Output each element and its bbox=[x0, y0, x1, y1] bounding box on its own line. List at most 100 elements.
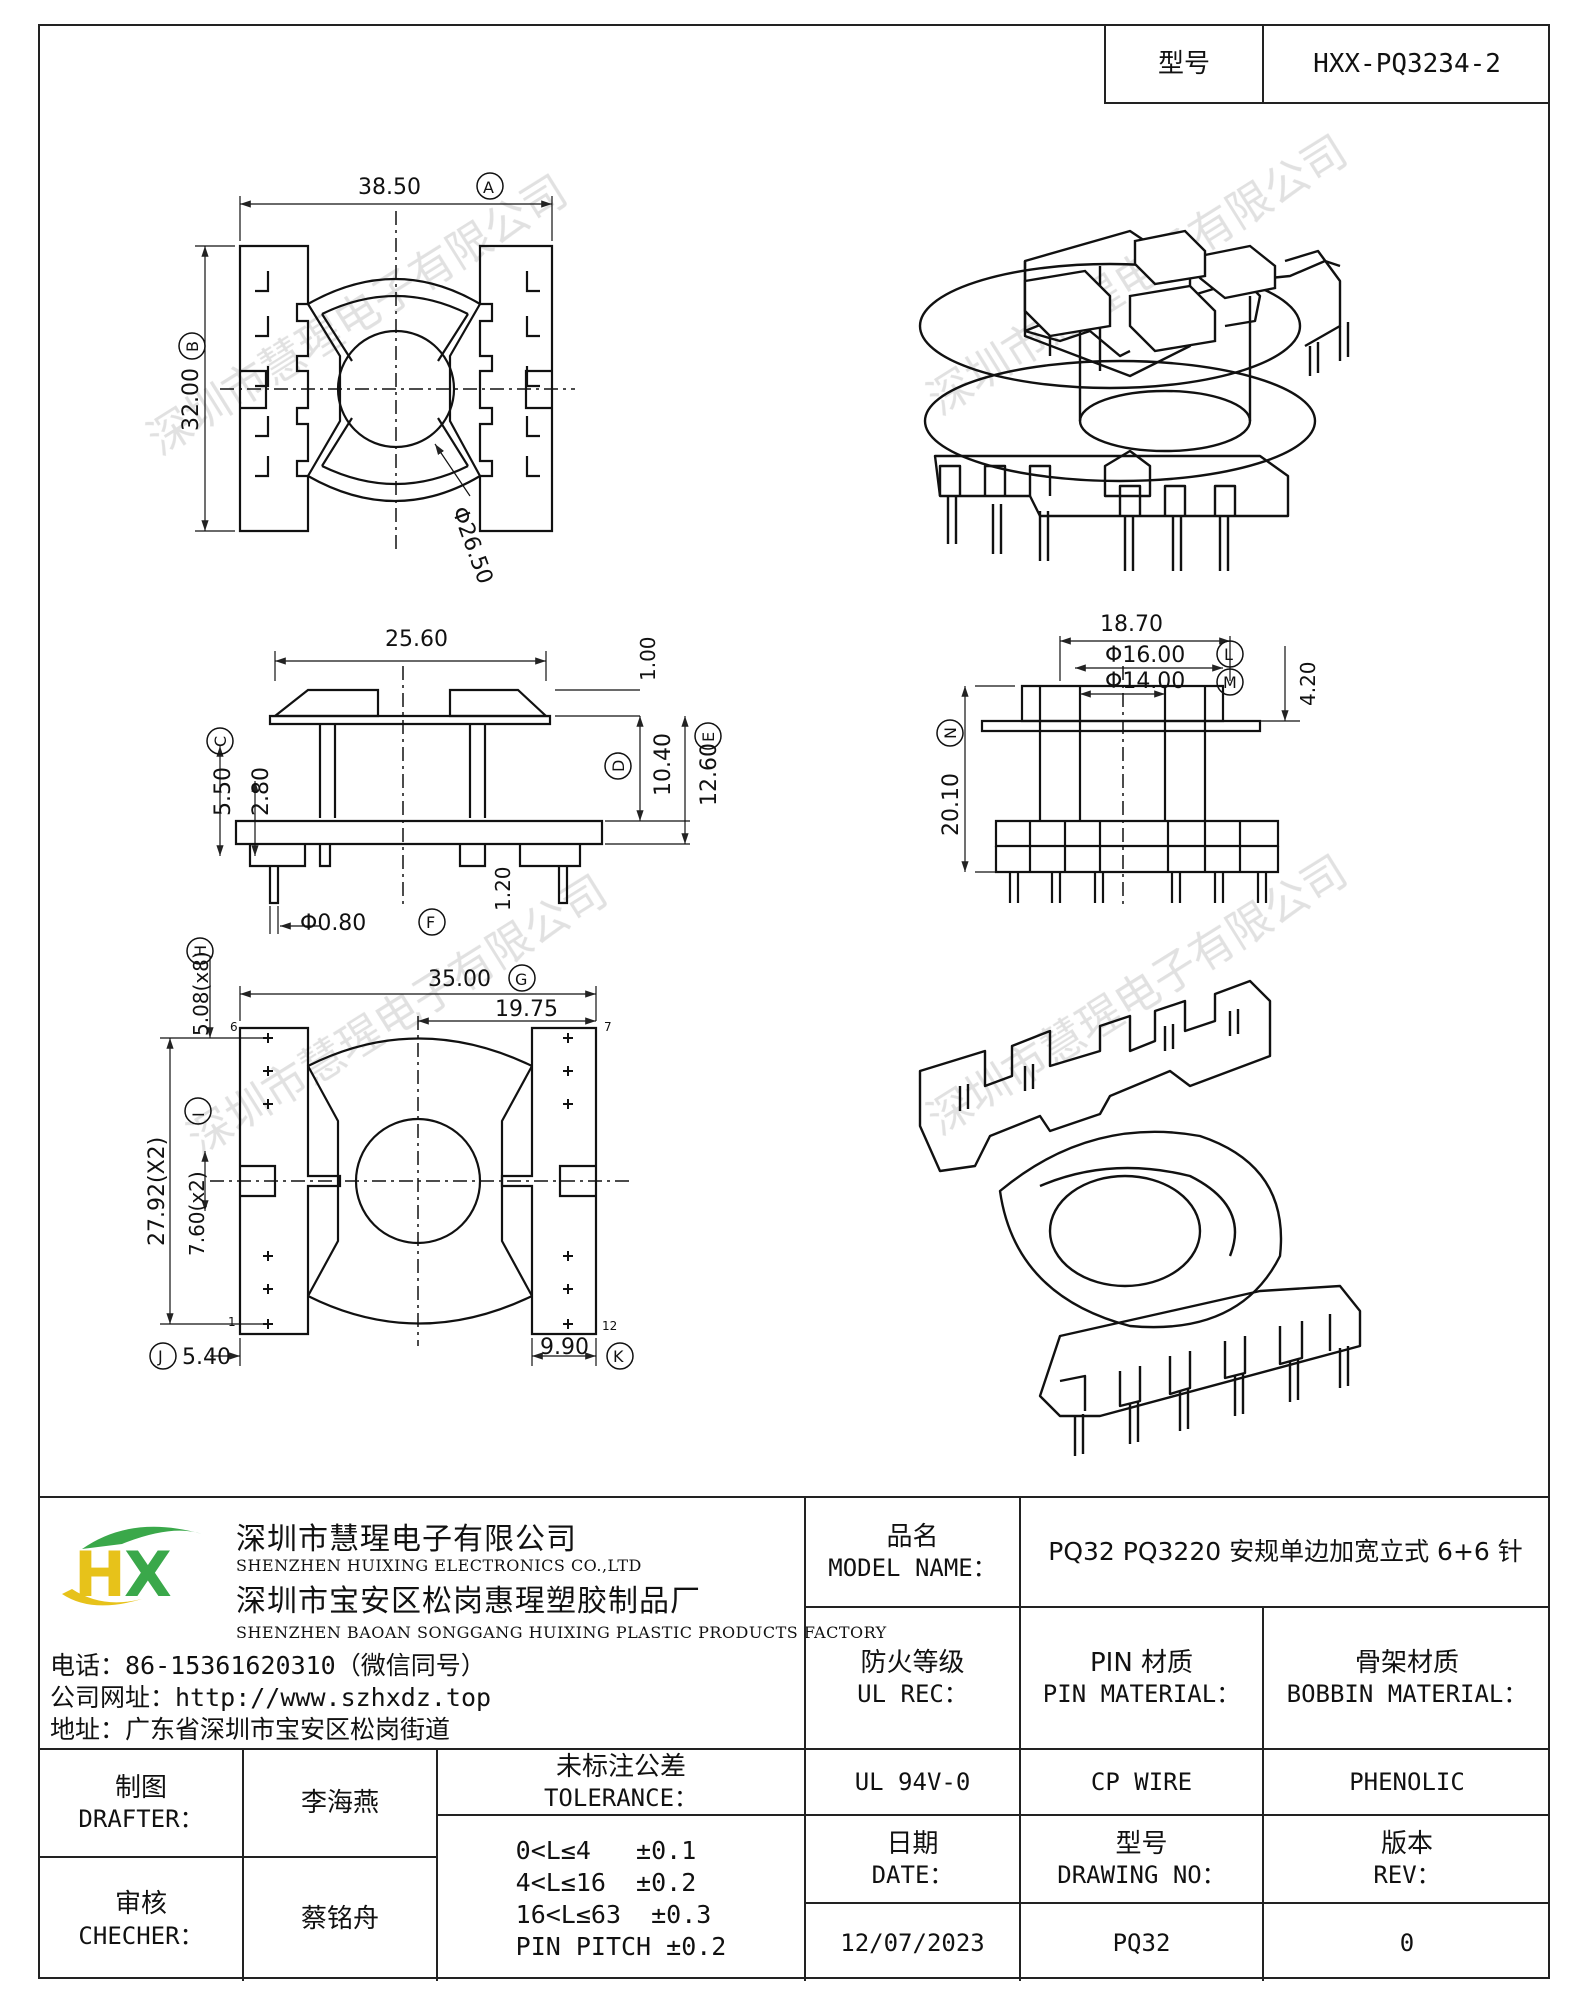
pin-material-cn: PIN 材质 bbox=[1089, 1647, 1194, 1678]
company-name-en: SHENZHEN HUIXING ELECTRONICS CO.,LTD bbox=[236, 1556, 642, 1575]
tolerance-cn: 未标注公差 bbox=[555, 1751, 686, 1782]
dim-k: 9.90 bbox=[540, 1335, 589, 1360]
checker-value: 蔡铭舟 bbox=[300, 1904, 379, 1935]
dim-i: 7.60(x2) bbox=[185, 1171, 209, 1256]
pin-6-label: 6 bbox=[230, 1020, 238, 1034]
mark-b-circle bbox=[178, 332, 206, 360]
bottom-view-labels: 35.00 G 19.75 5.08(x8) H 27.92(X2) 7.60(… bbox=[145, 937, 634, 1370]
company-logo: H X bbox=[62, 1526, 202, 1611]
mark-h: H bbox=[191, 945, 210, 957]
drawing-no-cn: 型号 bbox=[1115, 1828, 1168, 1859]
dim-c2: 2.80 bbox=[249, 767, 274, 816]
drafter-cn: 制图 bbox=[114, 1772, 167, 1803]
bobbin-material-value: PHENOLIC bbox=[1349, 1768, 1465, 1796]
date-label: 日期 DATE： bbox=[806, 1816, 1019, 1902]
mark-e: E bbox=[699, 732, 718, 742]
rev-en: REV： bbox=[1373, 1861, 1441, 1890]
mark-j-circle bbox=[149, 1342, 177, 1370]
pin-material-label: PIN 材质 PIN MATERIAL： bbox=[1021, 1608, 1262, 1748]
company-name-cn: 深圳市慧瑆电子有限公司 bbox=[236, 1522, 577, 1557]
header-divider bbox=[1262, 26, 1264, 104]
tolerance-line: 16<L≤63 ±0.3 bbox=[515, 1899, 712, 1929]
model-value: HXX-PQ3234-2 bbox=[1313, 48, 1501, 79]
pin-marker bbox=[263, 1066, 273, 1076]
rev-label: 版本 REV： bbox=[1264, 1816, 1550, 1902]
drafter-en: DRAFTER： bbox=[78, 1805, 204, 1834]
company-phone: 电话：86-15361620310（微信同号） bbox=[50, 1651, 486, 1680]
mark-g-circle bbox=[508, 964, 536, 992]
date-en: DATE： bbox=[871, 1861, 954, 1890]
mark-d: D bbox=[609, 760, 628, 772]
front-view-labels: 18.70 Φ16.00 L Φ14.00 M 4.20 20.10 N bbox=[936, 612, 1320, 836]
mark-m-circle bbox=[1216, 668, 1244, 696]
ul-rec-cn: 防火等级 bbox=[860, 1647, 965, 1678]
svg-text:H: H bbox=[74, 1538, 126, 1611]
dim-base: 1.20 bbox=[491, 866, 515, 911]
pin-marker bbox=[263, 1099, 273, 1109]
tolerance-lines: 0<L≤4 ±0.1 4<L≤16 ±0.2 16<L≤63 ±0.3 PIN … bbox=[516, 1835, 727, 1963]
dim-n: 20.10 bbox=[939, 773, 964, 836]
dim-hpitch: 5.08(x8) bbox=[189, 951, 213, 1036]
dim-left-offset: 5.40 bbox=[182, 1345, 231, 1370]
mark-j: J bbox=[157, 1347, 163, 1366]
dim-d: 10.40 bbox=[651, 733, 676, 796]
pin-marker bbox=[563, 1284, 573, 1294]
dim-e: 12.60 bbox=[697, 743, 722, 806]
drafter-label: 制图 DRAFTER： bbox=[40, 1750, 242, 1856]
mark-e-circle bbox=[694, 722, 722, 750]
grid-line bbox=[436, 1814, 1550, 1816]
model-name-en: MODEL NAME： bbox=[828, 1554, 997, 1583]
drawing-sheet: 型号 HXX-PQ3234-2 深圳市慧瑆电子有限公司 深圳市慧瑆电子有限公司 … bbox=[38, 24, 1550, 1981]
isometric-top-tabs bbox=[1023, 229, 1277, 353]
mark-k: K bbox=[613, 1347, 624, 1366]
grid-line bbox=[1262, 1606, 1264, 1981]
pin-1-label: 1 bbox=[228, 1315, 236, 1329]
grid-line bbox=[40, 1748, 1550, 1750]
checker-label: 审核 CHECHER： bbox=[40, 1858, 242, 1981]
pin-material-en: PIN MATERIAL： bbox=[1042, 1680, 1241, 1709]
mark-a: A bbox=[483, 178, 494, 197]
ul-rec-value: UL 94V-0 bbox=[854, 1768, 971, 1796]
pin-marker bbox=[563, 1066, 573, 1076]
model-name-value: PQ32 PQ3220 安规单边加宽立式 6+6 针 bbox=[1048, 1537, 1523, 1567]
mark-f-circle bbox=[418, 908, 446, 936]
factory-name-en: SHENZHEN BAOAN SONGGANG HUIXING PLASTIC … bbox=[236, 1623, 887, 1642]
model-label: 型号 bbox=[1157, 48, 1210, 79]
pin-marker bbox=[263, 1033, 273, 1043]
pin-material-value: CP WIRE bbox=[1090, 1768, 1193, 1796]
mark-i: I bbox=[189, 1112, 208, 1117]
drawing-no-value: PQ32 bbox=[1112, 1928, 1171, 1957]
mark-k-circle bbox=[606, 1342, 634, 1370]
side-view bbox=[216, 651, 690, 934]
bobbin-material-label: 骨架材质 BOBBIN MATERIAL： bbox=[1264, 1608, 1550, 1748]
mark-c-circle bbox=[206, 727, 234, 755]
tolerance-line: 0<L≤4 ±0.1 bbox=[515, 1835, 697, 1865]
pin-marker bbox=[263, 1319, 273, 1329]
tolerance-line: PIN PITCH ±0.2 bbox=[515, 1931, 727, 1961]
mark-b: B bbox=[183, 341, 202, 352]
pin-marker bbox=[563, 1251, 573, 1261]
dim-j: 27.92(X2) bbox=[145, 1137, 170, 1246]
dim-width: 25.60 bbox=[385, 627, 448, 652]
mark-h-circle bbox=[186, 937, 214, 965]
header-bottom-line bbox=[1104, 102, 1550, 104]
technical-drawing: 深圳市慧瑆电子有限公司 深圳市慧瑆电子有限公司 深圳市慧瑆电子有限公司 深圳市慧… bbox=[139, 126, 1362, 1456]
pin-marker bbox=[563, 1099, 573, 1109]
front-view bbox=[961, 636, 1300, 906]
mark-f: F bbox=[426, 913, 435, 932]
side-view-labels: 25.60 1.00 10.40 D 12.60 E 5.50 C 2.80 1… bbox=[206, 627, 722, 936]
company-address: 地址：广东省深圳市宝安区松岗街道 bbox=[50, 1715, 451, 1744]
model-name-cn: 品名 bbox=[886, 1521, 939, 1552]
pin-7-label: 7 bbox=[604, 1020, 612, 1034]
grid-line bbox=[804, 1496, 806, 1981]
tolerance-table: 0<L≤4 ±0.1 4<L≤16 ±0.2 16<L≤63 ±0.3 PIN … bbox=[438, 1816, 804, 1981]
drawing-no-en: DRAWING NO： bbox=[1057, 1861, 1226, 1890]
isometric-view-top bbox=[918, 229, 1350, 571]
mark-m: M bbox=[1223, 673, 1237, 692]
mark-a-circle bbox=[476, 172, 504, 200]
rev-cn: 版本 bbox=[1380, 1828, 1433, 1859]
isometric-view-bottom bbox=[918, 979, 1362, 1456]
date-cn: 日期 bbox=[886, 1828, 939, 1859]
checker-en: CHECHER： bbox=[78, 1921, 204, 1950]
dim-b: 32.00 bbox=[179, 368, 204, 431]
